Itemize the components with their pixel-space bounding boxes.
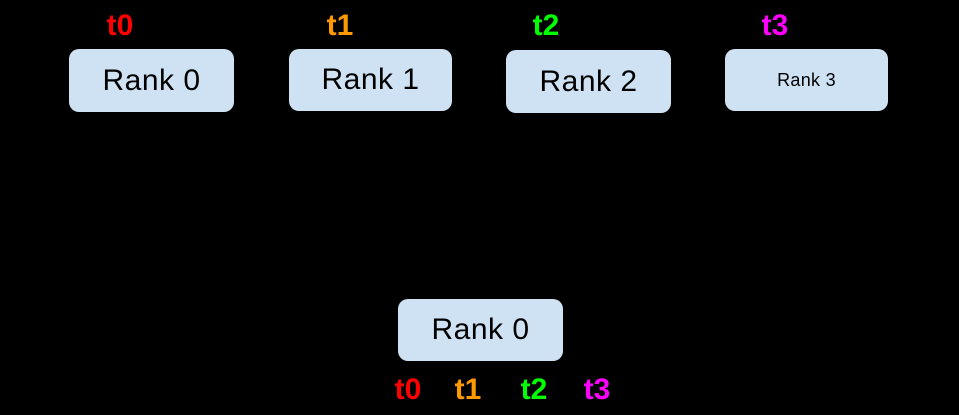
thread-label-t3-bottom: t3 (583, 373, 611, 406)
thread-label-t1-bottom: t1 (454, 373, 482, 406)
rank-3-box: Rank 3 (725, 49, 888, 111)
thread-label-t0-bottom: t0 (394, 373, 422, 406)
thread-label-t1-top: t1 (326, 9, 354, 42)
rank-0-bottom-box-label: Rank 0 (431, 313, 530, 346)
rank-0-box-label: Rank 0 (102, 63, 201, 97)
rank-2-box-label: Rank 2 (539, 64, 638, 98)
rank-1-box-label: Rank 1 (321, 63, 420, 96)
rank-0-box-top: Rank 0 (69, 49, 234, 112)
rank-1-box: Rank 1 (289, 49, 452, 111)
rank-2-box: Rank 2 (506, 50, 671, 113)
thread-label-t2-bottom: t2 (520, 373, 548, 406)
rank-0-box-bottom: Rank 0 (398, 299, 563, 361)
rank-3-box-label: Rank 3 (777, 69, 836, 90)
thread-label-t2-top: t2 (532, 9, 560, 42)
thread-label-t0-top: t0 (106, 9, 134, 42)
thread-label-t3-top: t3 (761, 9, 789, 42)
